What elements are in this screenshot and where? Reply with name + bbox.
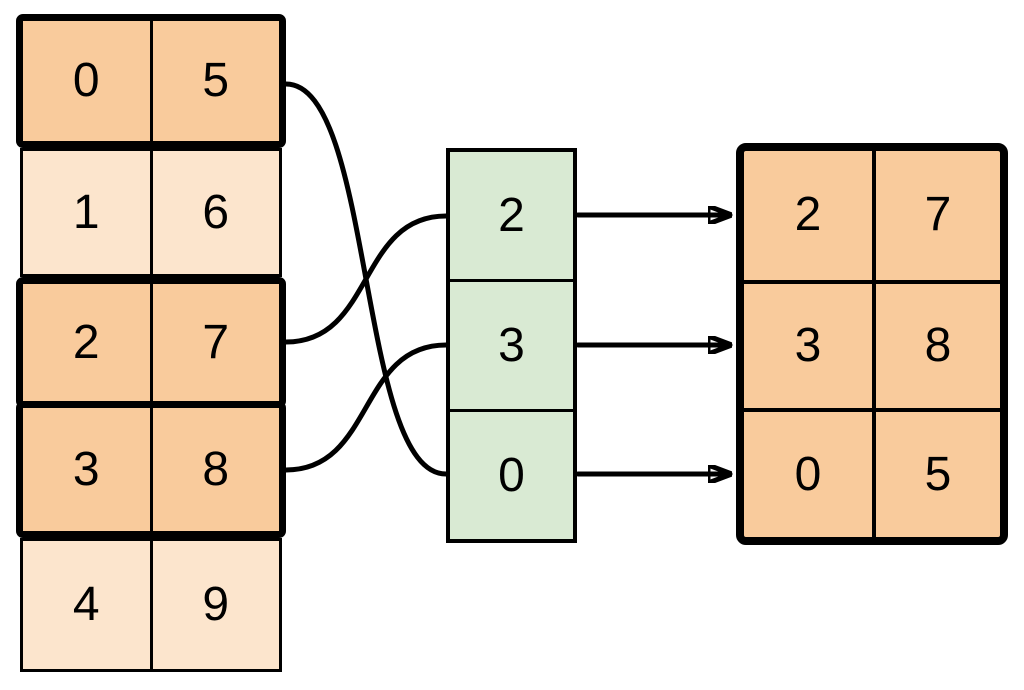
source-row-0: 0 5 [16, 14, 286, 148]
source-row-1: 1 6 [20, 148, 282, 277]
result-cell-r2c0: 0 [744, 408, 872, 537]
curve-source-row2-to-index-cell0 [283, 213, 449, 345]
curve-source-row0-to-index-cell2 [283, 81, 449, 477]
source-row-3: 3 8 [16, 401, 286, 538]
source-cell-r0c1: 5 [202, 54, 230, 107]
index-cell-1: 3 [450, 279, 573, 409]
source-cell-r4c0: 4 [23, 541, 153, 669]
source-cell-r1c0: 1 [23, 151, 153, 274]
index-cell-2: 0 [450, 409, 573, 539]
source-cell-r2c1: 7 [202, 315, 230, 369]
result-cell-r0c1: 7 [872, 151, 1000, 280]
result-cell-r2c1: 5 [872, 408, 1000, 537]
index-column: 2 3 0 [446, 148, 577, 543]
source-cell-r3c0: 3 [23, 408, 153, 531]
source-row-4: 4 9 [20, 538, 282, 672]
source-cell-r1c1: 6 [202, 185, 230, 239]
index-cell-0: 2 [498, 188, 525, 242]
source-row-2: 2 7 [16, 277, 286, 408]
source-cell-r3c1: 8 [202, 442, 230, 496]
source-cell-r4c1: 9 [202, 578, 230, 631]
source-cell-r2c0: 2 [23, 284, 153, 401]
result-cell-r1c1: 8 [872, 279, 1000, 409]
curve-source-row3-to-index-cell1 [283, 342, 449, 473]
result-cell-r1c0: 3 [744, 279, 872, 409]
source-cell-r0c0: 0 [23, 21, 153, 141]
result-table: 2 7 3 8 0 5 [736, 143, 1008, 545]
result-cell-r0c0: 2 [794, 188, 822, 242]
